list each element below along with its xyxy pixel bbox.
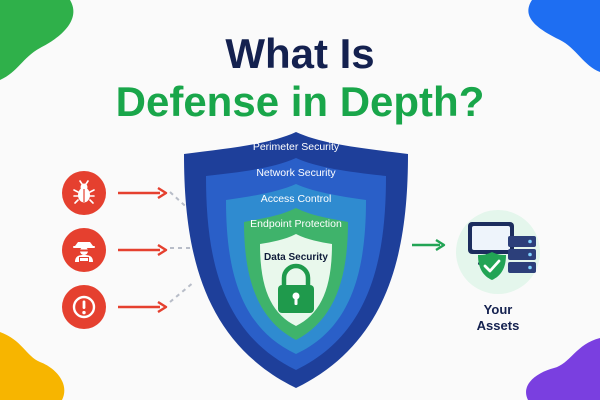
threat-arrow-1 [118, 187, 168, 199]
alert-icon [62, 285, 106, 329]
hacker-icon [62, 228, 106, 272]
corner-blob-bottom-left [0, 332, 65, 400]
defense-shield: Perimeter Security Network Security Acce… [184, 132, 408, 388]
assets-label-line1: Your [483, 302, 513, 317]
threat-arrow-3 [118, 301, 168, 313]
layer-label-network: Network Security [256, 167, 336, 179]
layer-label-perimeter: Perimeter Security [253, 141, 340, 153]
corner-blob-top-left [0, 0, 74, 80]
layer-label-access: Access Control [261, 193, 332, 205]
lock-icon [278, 263, 314, 313]
layer-label-data: Data Security [264, 252, 328, 263]
assets-label: Your Assets [452, 302, 544, 334]
corner-blob-bottom-right [526, 338, 600, 400]
layer-label-endpoint: Endpoint Protection [250, 218, 342, 230]
corner-blob-top-right [528, 0, 600, 72]
server-monitor-icon [468, 222, 536, 280]
page-title-line2: Defense in Depth? [115, 78, 485, 125]
assets-label-line2: Assets [476, 318, 520, 333]
bug-icon [62, 171, 106, 215]
threat-arrow-2 [118, 244, 168, 256]
safe-arrow [412, 238, 446, 252]
page-title-line1: What Is [225, 30, 375, 77]
